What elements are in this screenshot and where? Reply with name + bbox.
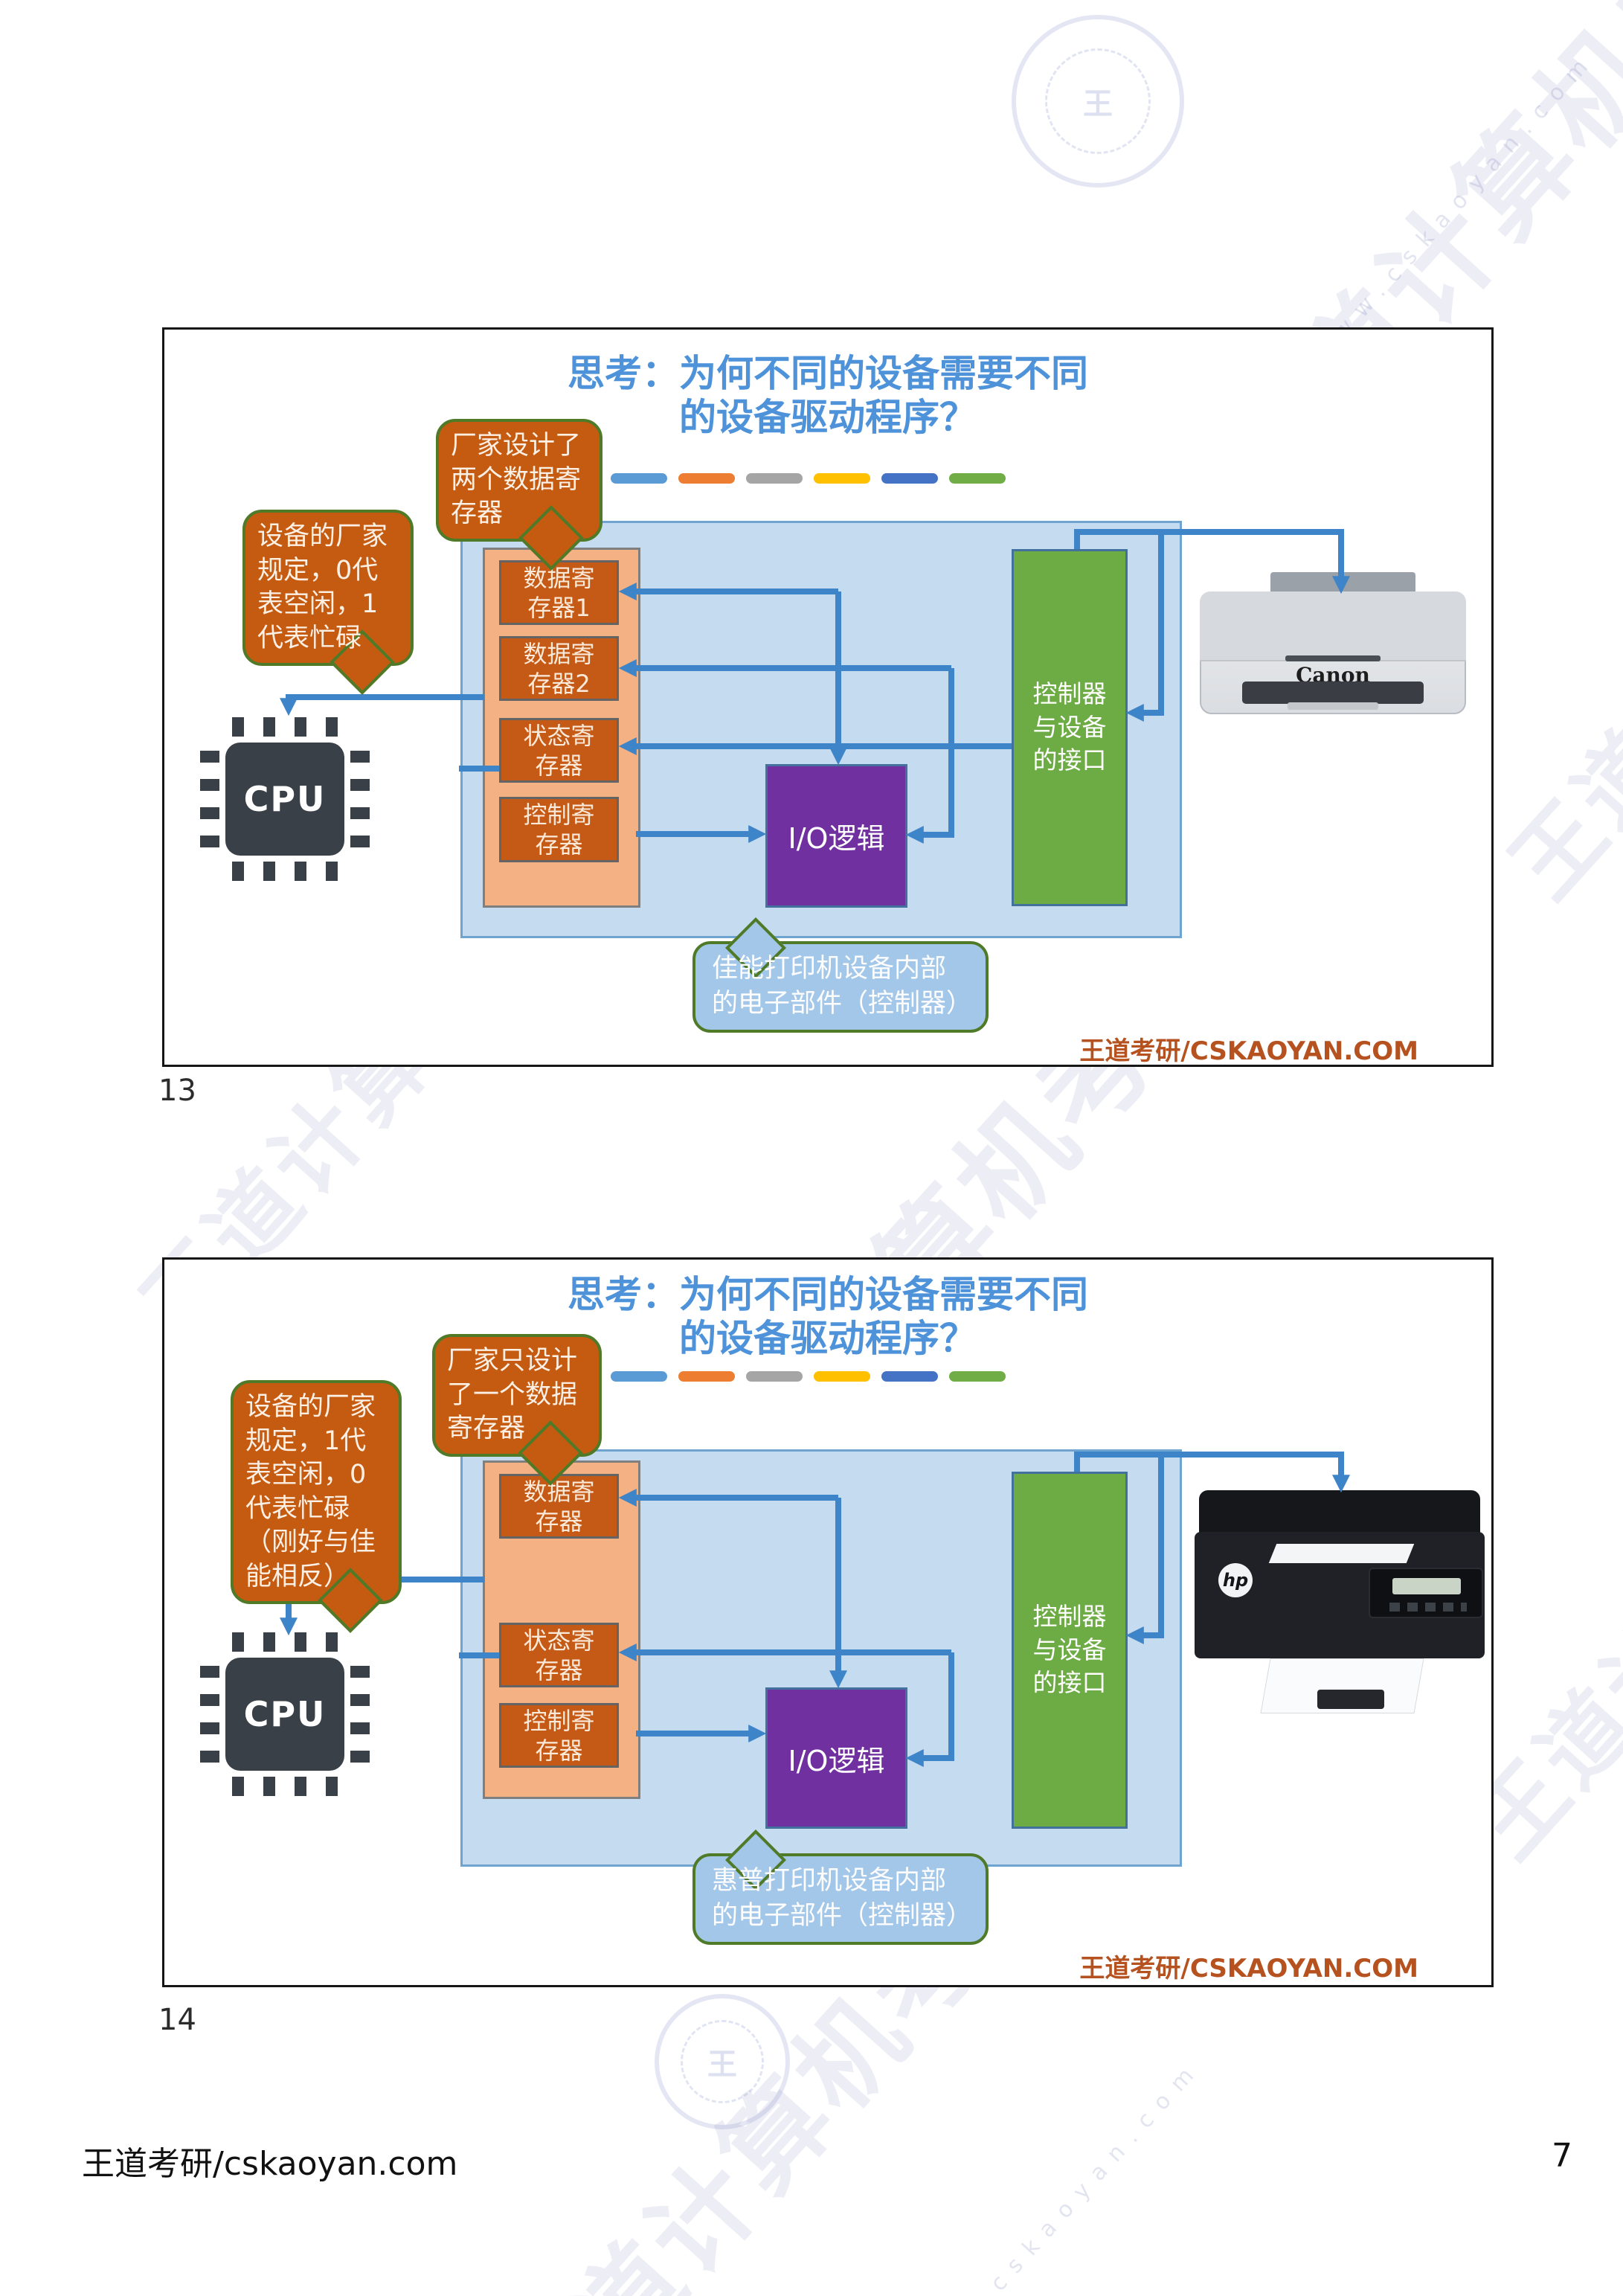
cpu-pins (200, 1666, 219, 1763)
printer-scanner-lid (1199, 1490, 1480, 1535)
printer-brand-label: hp (1218, 1563, 1253, 1597)
cpu-label: CPU (243, 1694, 327, 1734)
accent-dash (814, 473, 870, 484)
cpu-pins (232, 1632, 338, 1652)
printer-panel-buttons (1389, 1603, 1467, 1612)
watermark-stamp-icon: 王 (655, 1994, 790, 2129)
accent-dash (814, 1371, 870, 1382)
slide-14: 思考：为何不同的设备需要不同 的设备驱动程序？ 数据寄存器 状态寄存器 控制寄存… (162, 1257, 1494, 1987)
io-logic-box: I/O逻辑 (765, 764, 907, 908)
accent-dash (678, 473, 735, 484)
accent-dash (746, 1371, 803, 1382)
register-data1: 数据寄存器1 (499, 560, 619, 625)
slide-brand-footer: 王道考研/CSKAOYAN.COM (1079, 1954, 1418, 1984)
callout-text: 厂家设计了两个数据寄存器 (451, 431, 582, 528)
slide-page-number: 14 (158, 2003, 196, 2037)
accent-dash (949, 473, 1006, 484)
callout-text: 佳能打印机设备内部的电子部件（控制器） (712, 954, 973, 1019)
register-control: 控制寄存器 (499, 797, 619, 862)
cpu-pins (200, 751, 219, 847)
callout-text: 厂家只设计了一个数据寄存器 (447, 1346, 578, 1443)
device-interface-box: 控制器与设备的接口 (1012, 1472, 1128, 1829)
cpu-pins (232, 862, 338, 881)
cpu-pins (350, 751, 370, 847)
slide-title: 思考：为何不同的设备需要不同 的设备驱动程序？ (164, 352, 1491, 440)
slide-13: 思考：为何不同的设备需要不同 的设备驱动程序？ 数据寄存器1 数据寄存器2 状态… (162, 327, 1494, 1067)
callout-status-convention: 设备的厂家规定，0代表空闲，1代表忙碌 (242, 510, 414, 695)
register-control: 控制寄存器 (499, 1703, 619, 1768)
accent-dash (881, 473, 938, 484)
printer-lid (1200, 591, 1466, 662)
accent-dash (611, 473, 667, 484)
slide-title-line2: 的设备驱动程序？ (679, 396, 977, 439)
printer-panel-screen (1392, 1578, 1461, 1594)
printer-output-paper (1268, 1544, 1415, 1563)
device-interface-box: 控制器与设备的接口 (1012, 549, 1128, 906)
printer-tray-arm (1317, 1690, 1384, 1709)
callout-printer-internals: 惠普打印机设备内部的电子部件（控制器） (692, 1829, 989, 1945)
cpu-pins (232, 717, 338, 737)
callout-manufacturer-design: 厂家设计了两个数据寄存器 (436, 419, 602, 571)
accent-dash (678, 1371, 735, 1382)
callout-manufacturer-design: 厂家只设计了一个数据寄存器 (432, 1334, 602, 1486)
slide-brand-footer: 王道考研/CSKAOYAN.COM (1079, 1036, 1418, 1066)
title-accent-dashes (611, 473, 1006, 484)
watermark-stamp-icon: 王 (1012, 15, 1184, 187)
register-status: 状态寄存器 (499, 718, 619, 783)
slide-title-line1: 思考：为何不同的设备需要不同 (568, 352, 1088, 395)
page-number: 7 (1552, 2137, 1572, 2175)
slide-page-number: 13 (158, 1074, 196, 1108)
cpu-pins (350, 1666, 370, 1763)
title-accent-dashes (611, 1371, 1006, 1382)
watermark-text: www.cskaoyan.com (913, 2054, 1207, 2296)
watermark-text: www.cskaoyan.com (1308, 45, 1601, 368)
watermark-text: 王道计算机考研 (1491, 353, 1623, 919)
watermark-stamp-inner: 王 (1044, 48, 1151, 155)
printer-control-panel (1369, 1568, 1483, 1618)
slide-title-line1: 思考：为何不同的设备需要不同 (568, 1273, 1088, 1316)
accent-dash (746, 473, 803, 484)
slide-title-line2: 的设备驱动程序？ (679, 1317, 977, 1360)
accent-dash (949, 1371, 1006, 1382)
cpu-label: CPU (243, 779, 327, 819)
callout-text: 惠普打印机设备内部的电子部件（控制器） (712, 1866, 973, 1931)
callout-printer-internals: 佳能打印机设备内部的电子部件（控制器） (692, 917, 989, 1033)
cpu-pins (232, 1777, 338, 1796)
cpu-chip-icon: CPU (200, 717, 370, 881)
canon-printer-image: Canon (1200, 572, 1466, 714)
io-logic-box: I/O逻辑 (765, 1687, 907, 1829)
hp-printer-image: hp (1195, 1490, 1485, 1713)
callout-text: 设备的厂家规定，1代表空闲，0代表忙碌（刚好与佳能相反） (245, 1392, 376, 1591)
register-status: 状态寄存器 (499, 1623, 619, 1687)
printer-slit (1285, 655, 1381, 661)
register-data2: 数据寄存器2 (499, 636, 619, 701)
accent-dash (881, 1371, 938, 1382)
page-footer-brand: 王道考研/cskaoyan.com (82, 2145, 458, 2183)
accent-dash (611, 1371, 667, 1382)
watermark-stamp-inner: 王 (681, 2020, 764, 2103)
callout-text: 设备的厂家规定，0代表空闲，1代表忙碌 (257, 522, 388, 653)
register-data: 数据寄存器 (499, 1474, 619, 1539)
printer-output-slot (1242, 682, 1424, 704)
slide-title: 思考：为何不同的设备需要不同 的设备驱动程序？ (164, 1273, 1491, 1361)
cpu-chip-icon: CPU (200, 1632, 370, 1796)
printer-output-flap (1288, 702, 1378, 710)
callout-status-convention: 设备的厂家规定，1代表空闲，0代表忙碌（刚好与佳能相反） (231, 1380, 402, 1633)
